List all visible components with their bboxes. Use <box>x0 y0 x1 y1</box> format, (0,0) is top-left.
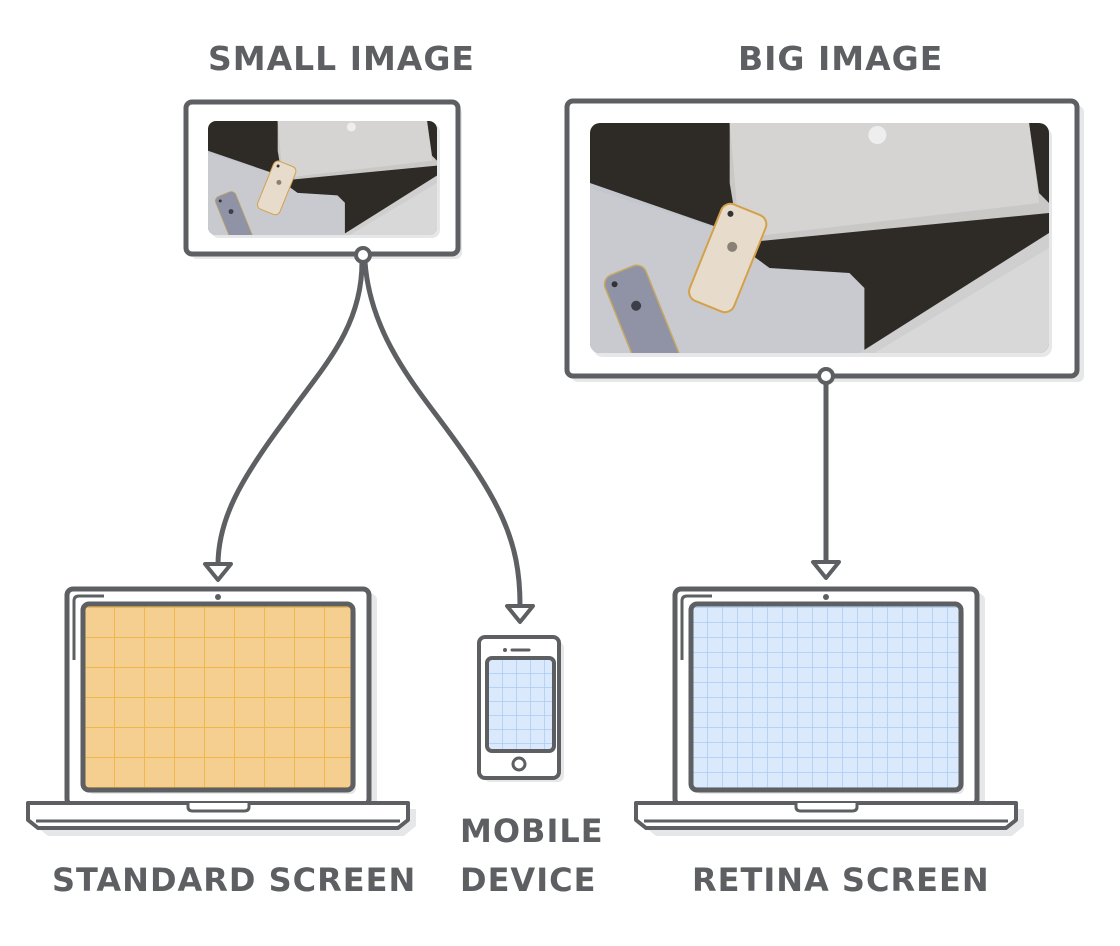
small-image-photo <box>208 121 437 235</box>
retina-screen-grid <box>688 601 964 793</box>
big-image-photo <box>590 123 1049 353</box>
small-image-connector-node <box>354 246 372 264</box>
arrow-down-icon <box>811 560 841 580</box>
mobile-device-label-line2: DEVICE <box>460 861 597 899</box>
connector-small-to-standard <box>215 259 365 568</box>
small-image-label: SMALL IMAGE <box>208 39 475 78</box>
mobile-device-label-line1: MOBILE <box>460 812 604 850</box>
big-image-connector-node <box>817 367 835 385</box>
mobile-device-icon <box>477 635 564 782</box>
big-image-label: BIG IMAGE <box>738 39 944 78</box>
connector-small-to-mobile <box>362 259 523 608</box>
standard-screen-label: STANDARD SCREEN <box>52 861 417 899</box>
big-image-frame <box>564 98 1084 382</box>
retina-screen-label: RETINA SCREEN <box>692 861 990 899</box>
arrow-down-icon <box>505 604 535 624</box>
standard-screen-grid <box>80 601 356 793</box>
small-image-frame <box>183 99 462 259</box>
retina-laptop-icon <box>634 586 1024 836</box>
arrow-down-icon <box>203 562 233 582</box>
standard-laptop-icon <box>26 586 416 836</box>
mobile-screen-grid <box>485 656 556 753</box>
